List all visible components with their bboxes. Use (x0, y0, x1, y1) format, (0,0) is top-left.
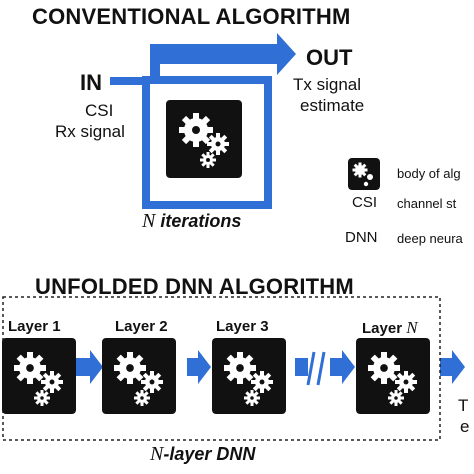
layer-3-box (212, 338, 286, 414)
layer-2-label: Layer 2 (115, 318, 168, 335)
input-csi: CSI (85, 101, 114, 120)
gears-icon (352, 162, 373, 187)
output-partial-e: e (460, 417, 470, 436)
legend-text-csi: channel st (397, 196, 457, 211)
ellipsis-break (306, 351, 326, 386)
iterations-caption: N iterations (142, 210, 241, 233)
legend-gears-box (348, 158, 380, 190)
output-tx-signal: Tx signal (293, 75, 362, 94)
gears-icon (224, 352, 273, 406)
gears-icon (114, 352, 163, 406)
layer-4-box (356, 338, 430, 414)
layer-n-symbol: N (406, 318, 418, 337)
gears-icon (368, 352, 417, 406)
layer-arrows (75, 350, 465, 384)
iterations-text: iterations (155, 211, 242, 231)
iteration-loop (142, 76, 272, 209)
legend-text-gears: body of alg (397, 166, 461, 181)
algorithm-body-box (166, 100, 242, 178)
layer-1-box (2, 338, 76, 414)
layer-n-label: Layer N (362, 318, 418, 338)
unfolded-title: UNFOLDED DNN ALGORITHM (35, 274, 354, 299)
legend-key-dnn: DNN (345, 229, 378, 246)
in-label: IN (80, 70, 102, 95)
legend-key-csi: CSI (352, 194, 378, 211)
output-estimate: estimate (300, 96, 365, 115)
legend-text-dnn: deep neura (397, 231, 463, 246)
n-layer-caption: N-layer DNN (150, 443, 255, 466)
output-arrow (150, 33, 296, 75)
layer-n-text: Layer (362, 320, 407, 337)
n-layer-n: N (150, 443, 164, 465)
gears-icon (179, 113, 229, 168)
conventional-title: CONVENTIONAL ALGORITHM (32, 4, 351, 29)
layer-3-label: Layer 3 (216, 318, 269, 335)
input-rx-signal: Rx signal (55, 122, 125, 141)
out-label: OUT (306, 45, 353, 70)
iterations-n: N (142, 210, 156, 232)
layer-2-box (102, 338, 176, 414)
layer-1-label: Layer 1 (8, 318, 61, 335)
output-partial-t: T (458, 396, 469, 415)
gears-icon (14, 352, 63, 406)
input-arrow (110, 77, 150, 85)
n-layer-text: -layer DNN (163, 444, 256, 464)
